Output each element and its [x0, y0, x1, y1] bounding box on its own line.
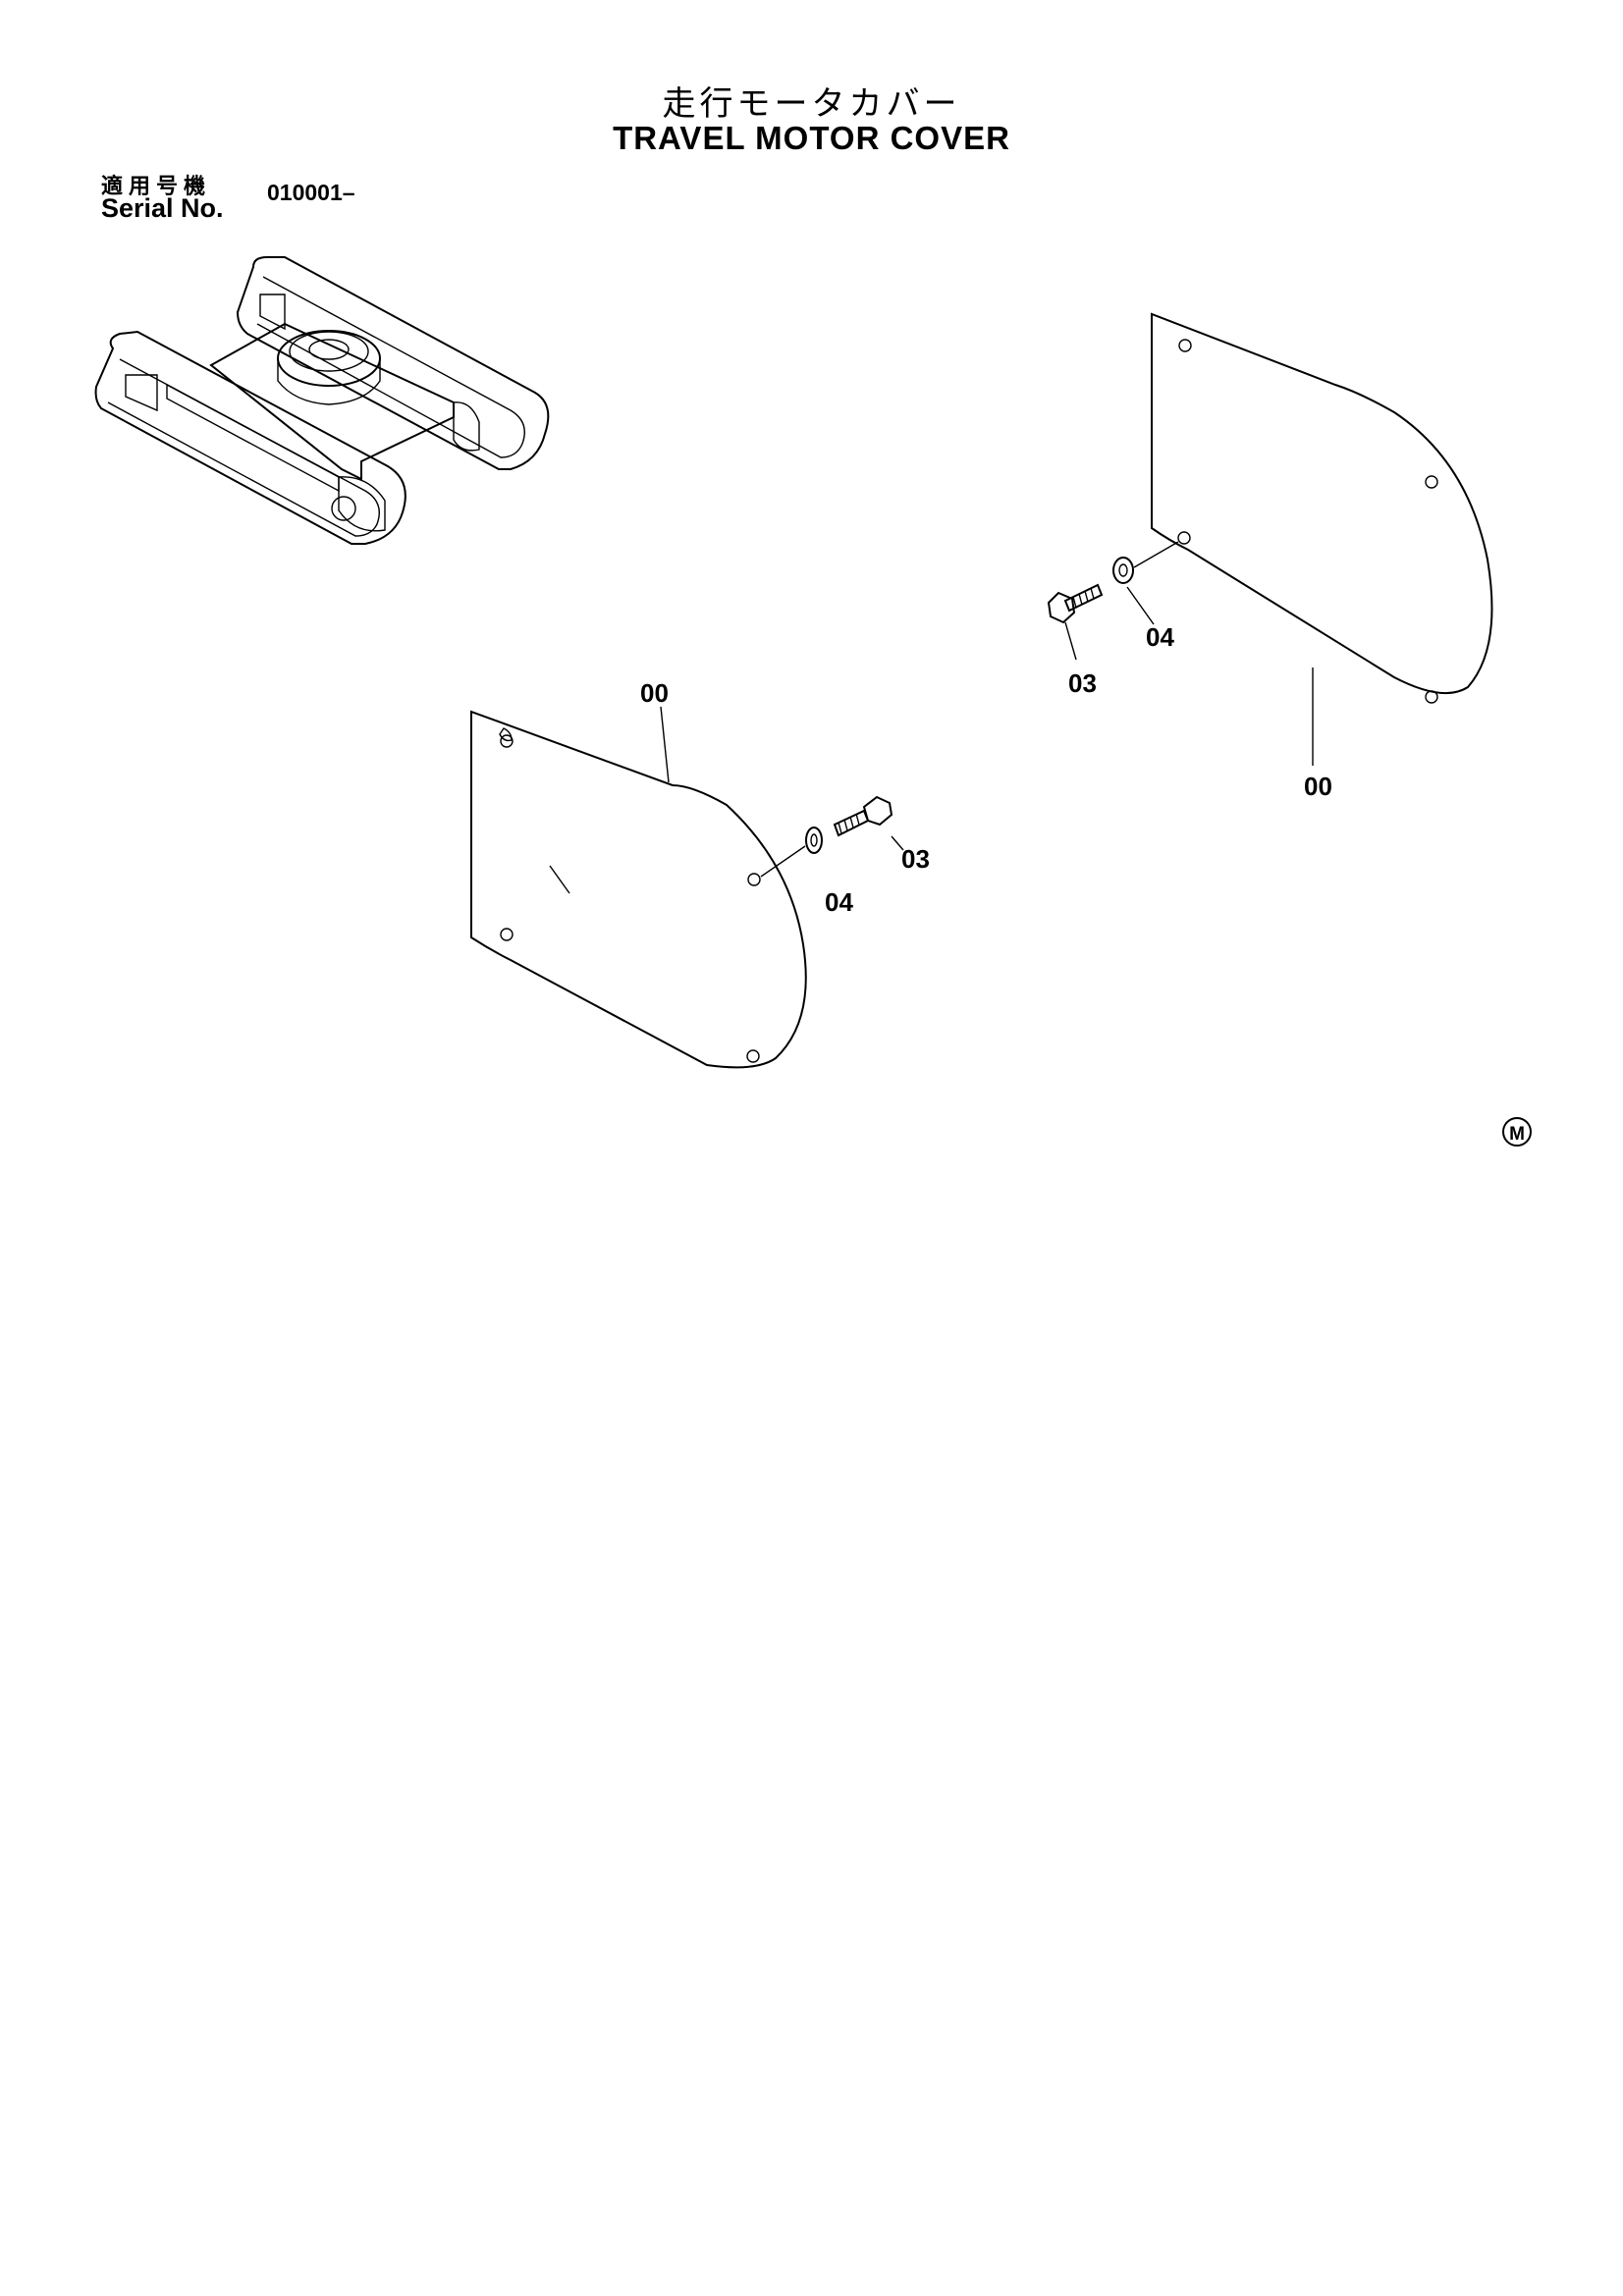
callout-right-bolt: 03: [1068, 668, 1097, 698]
right-travel-motor-cover: [1151, 312, 1493, 766]
serial-value: 010001–: [267, 180, 355, 205]
callout-left-washer: 04: [825, 887, 853, 917]
footer-mark-letter: M: [1509, 1124, 1525, 1145]
footer-mark: M: [1502, 1117, 1532, 1147]
left-travel-motor-cover: [470, 706, 807, 1069]
left-washer: [760, 827, 823, 878]
callout-right-cover: 00: [1304, 772, 1332, 801]
page-title-japanese: 走行モータカバー: [662, 84, 961, 124]
right-washer: [1112, 541, 1179, 625]
callout-right-washer: 04: [1146, 622, 1174, 652]
left-bolt: [549, 795, 904, 894]
serial-label-japanese: 適用号機: [101, 175, 212, 199]
callout-left-bolt: 03: [901, 844, 930, 874]
serial-label: Serial No.: [101, 193, 224, 223]
right-bolt: [1047, 583, 1104, 661]
callout-left-cover: 00: [640, 678, 669, 708]
undercarriage-overview-illustration: [94, 256, 550, 545]
page-title: TRAVEL MOTOR COVER: [613, 120, 1010, 156]
